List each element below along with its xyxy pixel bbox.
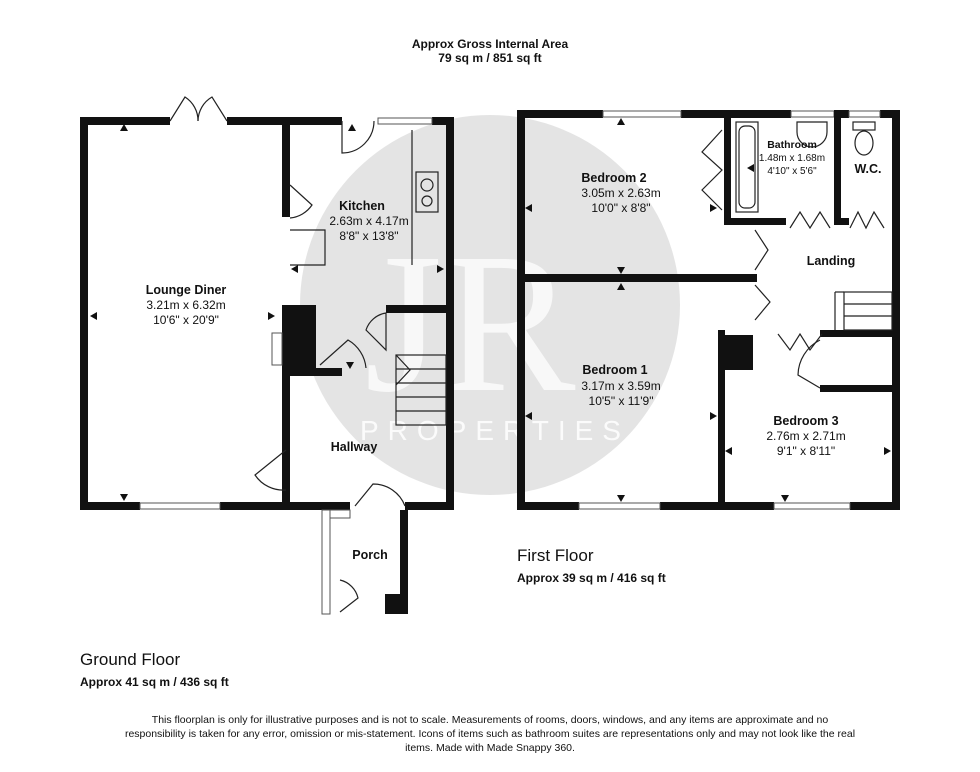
watermark: JR PROPERTIES xyxy=(300,115,680,495)
wc-name: W.C. xyxy=(854,162,881,176)
porch-walls xyxy=(321,509,408,615)
hallway-name: Hallway xyxy=(331,440,378,454)
porch-door xyxy=(339,579,359,613)
bedroom1-imperial: 10'5" x 11'9" xyxy=(589,394,654,408)
first-measure-markers xyxy=(525,118,891,502)
basin xyxy=(796,121,828,148)
bathroom-metric: 1.48m x 1.68m xyxy=(759,153,825,164)
kitchen-walls xyxy=(282,117,454,510)
bedroom2-door xyxy=(754,229,769,271)
lounge-window xyxy=(139,502,221,510)
bedroom3-name: Bedroom 3 xyxy=(773,414,838,428)
room-bedroom2-label: Bedroom 2 3.05m x 2.63m 10'0" x 8'8" xyxy=(581,171,660,215)
lounge-walls xyxy=(80,117,316,510)
gross-internal-area: Approx Gross Internal Area 79 sq m / 851… xyxy=(0,37,980,65)
first-floor-area: Approx 39 sq m / 416 sq ft xyxy=(517,571,666,585)
porch-name: Porch xyxy=(352,548,387,562)
bathroom-door xyxy=(789,210,831,230)
first-floor-internal-walls xyxy=(525,110,900,510)
hallway-lounge-door xyxy=(254,449,287,491)
room-bedroom1-label: Bedroom 1 3.17m x 3.59m 10'5" x 11'9" xyxy=(581,363,660,408)
bedroom1-door xyxy=(754,284,771,321)
gross-area-value: 79 sq m / 851 sq ft xyxy=(438,51,542,65)
landing-stairs xyxy=(834,291,893,331)
front-door xyxy=(354,483,406,507)
kitchen-imperial: 8'8" x 13'8" xyxy=(339,229,398,243)
ground-stairs xyxy=(365,312,447,426)
bedroom3-imperial: 9'1" x 8'11" xyxy=(777,444,835,458)
bath xyxy=(735,121,759,213)
ground-floor-area: Approx 41 sq m / 436 sq ft xyxy=(80,675,229,689)
bedroom2-wardrobe-doors xyxy=(701,129,723,211)
watermark-circle xyxy=(300,115,680,495)
lounge-imperial: 10'6" x 20'9" xyxy=(153,313,219,327)
bedroom2-name: Bedroom 2 xyxy=(581,171,646,185)
lounge-metric: 3.21m x 6.32m xyxy=(146,298,225,312)
landing-name: Landing xyxy=(807,254,856,268)
toilet xyxy=(852,121,876,156)
kitchen-door xyxy=(289,184,313,219)
disclaimer-text: This floorplan is only for illustrative … xyxy=(124,714,856,754)
bedroom3-metric: 2.76m x 2.71m xyxy=(766,429,845,443)
kitchen-units xyxy=(290,229,326,266)
bedroom2-imperial: 10'0" x 8'8" xyxy=(591,201,650,215)
ground-measure-markers xyxy=(90,124,444,501)
ground-floor-plan xyxy=(80,96,454,615)
bathroom-name: Bathroom xyxy=(767,139,817,151)
bedroom1-name: Bedroom 1 xyxy=(582,363,647,377)
hallway-walls xyxy=(290,502,454,510)
kitchen-window xyxy=(377,117,433,125)
first-floor-title: First Floor xyxy=(517,546,594,565)
bathroom-imperial: 4'10" x 5'6" xyxy=(767,166,817,177)
sink-unit xyxy=(411,130,439,265)
kitchen-metric: 2.63m x 4.17m xyxy=(329,214,408,228)
first-floor-outer-walls xyxy=(517,110,900,510)
understairs-door xyxy=(319,339,367,369)
patio-doors xyxy=(169,96,228,122)
room-bedroom3-label: Bedroom 3 2.76m x 2.71m 9'1" x 8'11" xyxy=(766,414,845,458)
room-lounge-label: Lounge Diner 3.21m x 6.32m 10'6" x 20'9" xyxy=(146,283,227,327)
bedroom1-metric: 3.17m x 3.59m xyxy=(581,379,660,393)
watermark-text: PROPERTIES xyxy=(360,415,630,446)
wc-door xyxy=(849,210,885,230)
kitchen-name: Kitchen xyxy=(339,199,385,213)
kitchen-back-door xyxy=(341,120,375,154)
bedroom2-metric: 3.05m x 2.63m xyxy=(581,186,660,200)
gross-area-title: Approx Gross Internal Area xyxy=(411,37,569,51)
cupboard-door xyxy=(777,332,823,352)
first-floor-plan xyxy=(517,110,900,510)
bedroom3-door xyxy=(797,339,821,389)
lounge-name: Lounge Diner xyxy=(146,283,227,297)
room-kitchen-label: Kitchen 2.63m x 4.17m 8'8" x 13'8" xyxy=(329,199,408,243)
fireplace xyxy=(271,332,283,366)
room-bathroom-label: Bathroom 1.48m x 1.68m 4'10" x 5'6" xyxy=(759,139,825,177)
ground-floor-title: Ground Floor xyxy=(80,650,181,669)
